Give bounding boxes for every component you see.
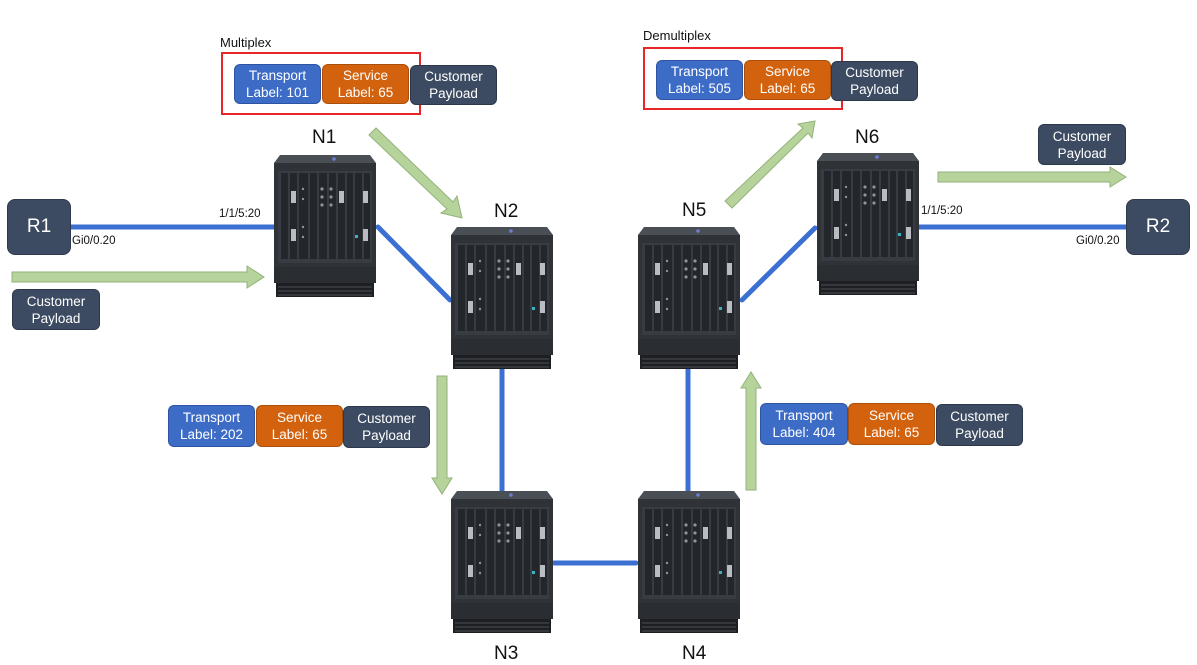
node-n5-chassis[interactable] — [636, 227, 742, 372]
node-label-n3: N3 — [494, 643, 519, 664]
flow-arrow-r1-n1 — [11, 265, 265, 289]
flow-arrow-n4-n5 — [740, 371, 762, 491]
node-n4-chassis[interactable] — [636, 491, 742, 636]
router-r2[interactable]: R2 — [1126, 199, 1190, 255]
port-label-r2: Gi0/0.20 — [1076, 235, 1120, 247]
link-n1-n2 — [375, 224, 453, 303]
router-chassis-icon — [451, 227, 553, 369]
flow-arrow-n1-n2 — [368, 127, 463, 219]
multiplex-caption: Multiplex — [220, 35, 272, 50]
node-label-n2: N2 — [494, 201, 519, 222]
link-n5-n6 — [739, 225, 818, 303]
router-chassis-icon — [451, 491, 553, 633]
router-r1[interactable]: R1 — [7, 199, 71, 255]
router-chassis-icon — [817, 153, 919, 295]
node-n3-chassis[interactable] — [449, 491, 555, 636]
demultiplex-caption: Demultiplex — [643, 28, 711, 43]
flow-arrow-n2-n3 — [431, 375, 453, 495]
port-label-n6: 1/1/5:20 — [921, 205, 963, 217]
node-n6-chassis[interactable] — [815, 153, 921, 298]
node-n1-chassis[interactable] — [272, 155, 378, 300]
router-chassis-icon — [274, 155, 376, 297]
flow-arrow-n6-r2 — [937, 166, 1127, 188]
flow-arrow-n5-n6 — [724, 120, 816, 209]
port-label-n1: 1/1/5:20 — [219, 208, 261, 220]
node-label-n4: N4 — [682, 643, 707, 664]
node-n2-chassis[interactable] — [449, 227, 555, 372]
node-label-n1: N1 — [312, 127, 337, 148]
router-chassis-icon — [638, 491, 740, 633]
router-r2-label: R2 — [1145, 216, 1171, 237]
node-label-n6: N6 — [855, 127, 880, 148]
node-label-n5: N5 — [682, 200, 707, 221]
router-r1-label: R1 — [26, 216, 52, 237]
port-label-r1: Gi0/0.20 — [72, 235, 116, 247]
router-chassis-icon — [638, 227, 740, 369]
